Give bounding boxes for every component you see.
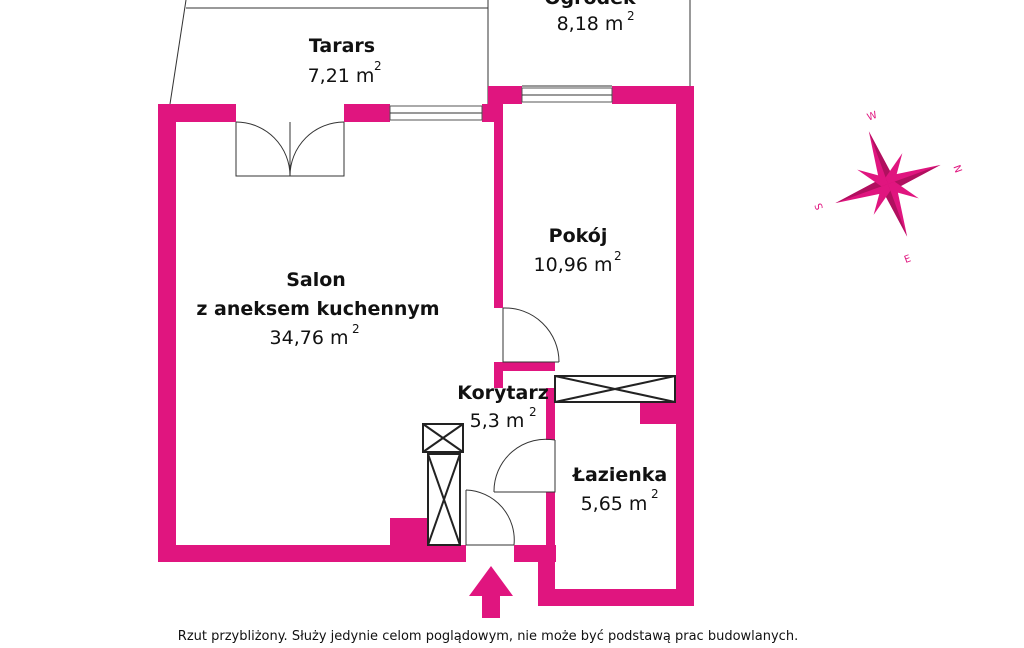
entrance-door xyxy=(465,489,515,546)
wall-segment xyxy=(158,545,466,562)
label-korytarz: Korytarz 5,3 m 2 xyxy=(457,382,549,432)
wall-segment xyxy=(676,86,694,606)
compass-letter-w: W xyxy=(866,110,879,124)
compass-letter-e: E xyxy=(903,253,913,266)
room-name: Tarars xyxy=(309,35,375,57)
wall-segment xyxy=(538,589,694,606)
wall-segment xyxy=(344,104,390,122)
area-unit-exponent: 2 xyxy=(627,9,635,23)
compass-letter-s: S xyxy=(813,201,826,211)
area-unit-exponent: 2 xyxy=(614,249,622,263)
wall-segment xyxy=(488,86,522,104)
wall-segment xyxy=(494,362,503,388)
area-unit-exponent: 2 xyxy=(651,487,659,501)
label-tarars: Tarars 7,21 m 2 xyxy=(308,35,382,87)
compass-letter-n: N xyxy=(950,164,963,175)
ventilation-shafts xyxy=(422,375,676,546)
room-name: Korytarz xyxy=(457,382,549,404)
room-area: 7,21 m xyxy=(308,65,375,87)
wall-segment xyxy=(158,104,176,562)
room-name: Łazienka xyxy=(572,464,667,486)
wall-segment xyxy=(494,86,503,308)
room-name: Ogródek xyxy=(544,0,636,9)
room-area: 5,65 m xyxy=(581,493,648,515)
room-area: 8,18 m xyxy=(557,13,624,35)
disclaimer-text: Rzut przybliżony. Służy jedynie celom po… xyxy=(178,629,798,644)
door-pokoj xyxy=(502,307,560,363)
entrance-arrow-icon xyxy=(469,566,513,618)
area-unit-exponent: 2 xyxy=(374,59,382,73)
compass-rose-icon xyxy=(835,131,941,237)
balcony-door xyxy=(235,121,345,177)
label-lazienka: Łazienka 5,65 m 2 xyxy=(572,464,667,515)
room-name: Pokój xyxy=(549,225,608,247)
label-ogrodek: Ogródek 8,18 m 2 xyxy=(544,0,636,35)
windows xyxy=(389,87,613,121)
room-name-line-2: z aneksem kuchennym xyxy=(196,298,439,320)
label-salon: Salon z aneksem kuchennym 34,76 m 2 xyxy=(196,269,439,349)
garden-outline xyxy=(487,0,691,87)
label-pokoj: Pokój 10,96 m 2 xyxy=(534,225,622,276)
room-area: 5,3 m xyxy=(470,410,525,432)
wall-segment xyxy=(503,362,555,371)
walls xyxy=(158,86,694,606)
room-name: Salon xyxy=(286,269,346,291)
area-unit-exponent: 2 xyxy=(529,405,537,419)
area-unit-exponent: 2 xyxy=(352,322,360,336)
wall-segment xyxy=(158,104,236,122)
wall-segment xyxy=(390,518,428,562)
room-area: 10,96 m xyxy=(534,254,613,276)
room-area: 34,76 m xyxy=(270,327,349,349)
wall-segment xyxy=(612,86,694,104)
wall-segment xyxy=(546,388,555,440)
door-lazienka xyxy=(493,438,556,493)
